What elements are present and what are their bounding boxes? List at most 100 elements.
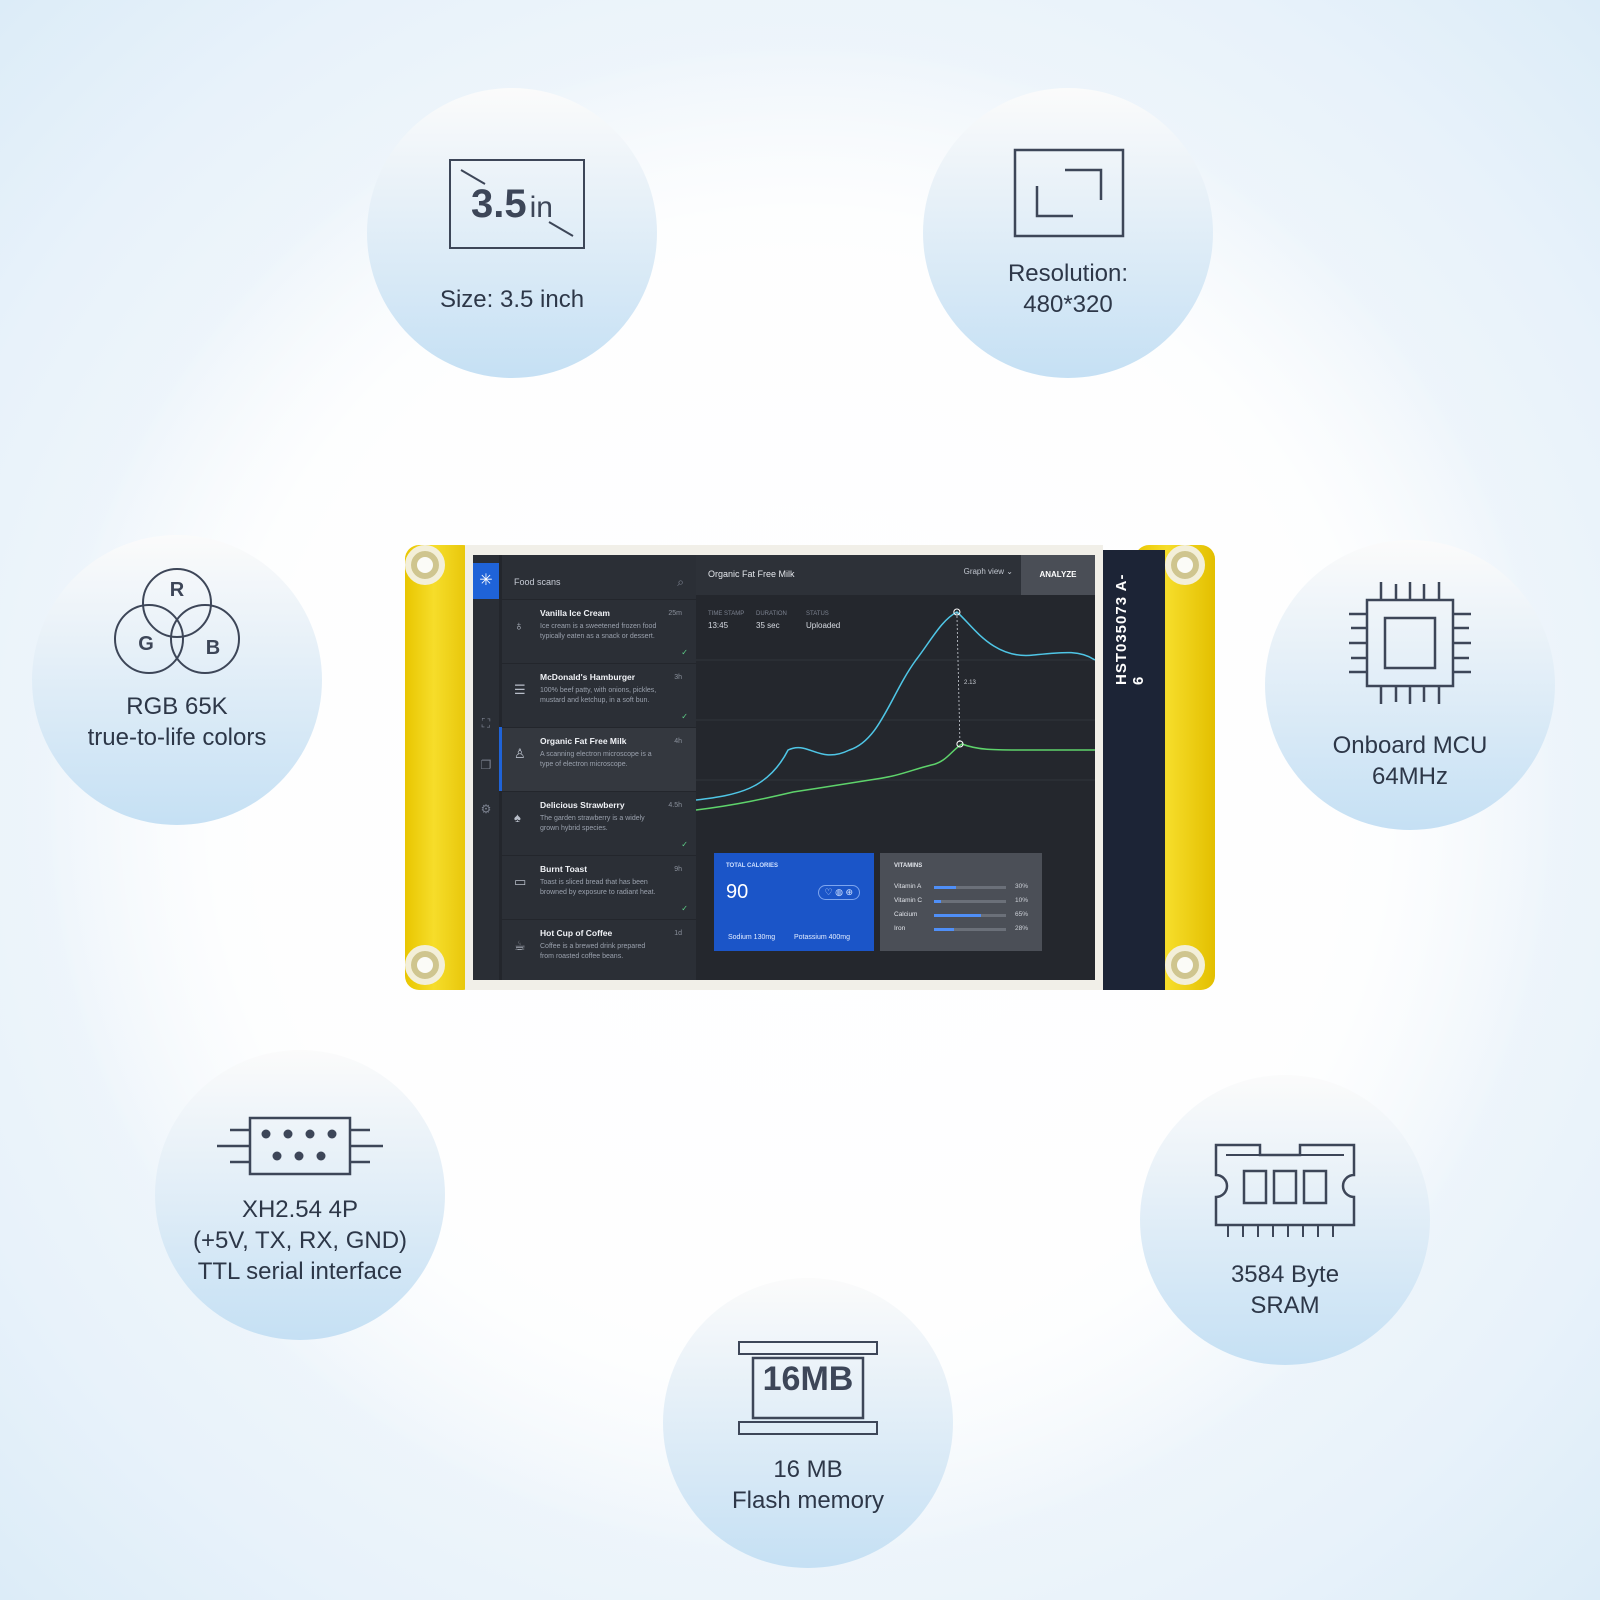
feature-sram: 3584 Byte SRAM: [1140, 1075, 1430, 1365]
rgb-g-letter: G: [138, 633, 154, 655]
search-icon[interactable]: ⌕: [677, 575, 684, 589]
active-indicator: [499, 727, 502, 791]
vitamin-percent: 28%: [1014, 925, 1028, 932]
meta-value: Uploaded: [806, 621, 841, 630]
view-select-value: Graph view: [963, 567, 1005, 576]
strawberry-icon: ♠: [514, 810, 521, 825]
item-description: 100% beef patty, with onions, pickles, m…: [540, 687, 657, 704]
vitamin-row: Vitamin A 30%: [894, 883, 1032, 893]
item-time: 4h: [674, 738, 682, 745]
item-title: Delicious Strawberry: [540, 800, 625, 810]
size-badge-unit: in: [529, 191, 553, 224]
item-description: Toast is sliced bread that has been brow…: [540, 879, 656, 896]
feature-mcu: Onboard MCU 64MHz: [1265, 540, 1555, 830]
feature-sram-label: 3584 Byte SRAM: [1230, 1261, 1340, 1319]
calories-card: TOTAL CALORIES 90 ♡ ◍ ⊕ Sodium 130mg Pot…: [714, 853, 874, 951]
analyze-button[interactable]: ANALYZE: [1021, 555, 1095, 595]
chevron-down-icon: ⌄: [1006, 567, 1013, 576]
vitamin-name: Iron: [894, 925, 906, 932]
series-line-cyan: [696, 611, 1095, 801]
item-title: Organic Fat Free Milk: [540, 736, 627, 746]
vitamin-bar: [934, 886, 1006, 889]
vitamin-bar-fill: [934, 928, 955, 931]
list-header: Food scans ⌕: [502, 555, 696, 599]
feature-rgb-label: RGB 65K true-to-life colors: [87, 693, 267, 751]
calories-value: 90: [726, 881, 749, 903]
vitamin-bar: [934, 900, 1006, 903]
app-logo-icon[interactable]: ✳: [473, 563, 499, 599]
list-item[interactable]: ♙ Organic Fat Free Milk A scanning electro…: [502, 727, 696, 791]
ram-chip-icon: [1140, 1143, 1430, 1248]
item-description: A scanning electron microscope is a type…: [540, 751, 652, 768]
feature-interface-label: XH2.54 4P (+5V, TX, RX, GND) TTL serial …: [192, 1196, 408, 1285]
vitamin-name: Calcium: [894, 911, 918, 918]
item-time: 1d: [674, 930, 682, 937]
vitamin-bar-fill: [934, 914, 981, 917]
meta-label: TIME STAMP: [708, 611, 745, 617]
rgb-b-letter: B: [205, 637, 221, 659]
item-time: 9h: [674, 866, 682, 873]
check-icon: ✓: [681, 648, 688, 657]
connector-icon: [155, 1116, 445, 1183]
detail-header: Organic Fat Free Milk Graph view ⌄ ANALY…: [696, 555, 1095, 595]
vitamin-percent: 10%: [1014, 897, 1028, 904]
coffee-icon: ☕: [514, 938, 526, 953]
allergen-icons: ♡ ◍ ⊕: [817, 885, 860, 900]
feature-flash: 16MB 16 MB Flash memory: [663, 1278, 953, 1568]
list-item[interactable]: ☰ McDonald's Hamburger 100% beef patty, wi…: [502, 663, 696, 727]
vitamin-bar: [934, 914, 1006, 917]
item-title: Vanilla Ice Cream: [540, 608, 610, 618]
milk-icon: ♙: [514, 746, 526, 761]
model-number: HST035073 A-6: [1113, 573, 1147, 686]
burger-icon: ☰: [514, 682, 526, 697]
graph-callout: 2.13: [964, 680, 977, 686]
vitamin-bar-fill: [934, 900, 942, 903]
rgb-venn-icon: [32, 565, 322, 682]
item-title: Hot Cup of Coffee: [540, 928, 613, 938]
chip-icon: [1265, 580, 1555, 711]
detail-title: Organic Fat Free Milk: [708, 569, 795, 579]
flex-cable: [1103, 550, 1165, 990]
vitamin-row: Iron 28%: [894, 925, 1032, 935]
ice-cream-icon: ♁: [514, 618, 524, 633]
view-select[interactable]: Graph view ⌄: [964, 567, 1013, 576]
mounting-hole: [1165, 545, 1205, 585]
rgb-r-letter: R: [169, 579, 185, 601]
scan-icon[interactable]: ⛶: [481, 716, 491, 730]
item-description: Coffee is a brewed drink prepared from r…: [540, 943, 646, 960]
copy-icon[interactable]: ❐: [480, 758, 492, 772]
potassium-value: Potassium 400mg: [794, 934, 851, 941]
vitamin-bar: [934, 928, 1006, 931]
meta-value: 35 sec: [756, 621, 780, 630]
flash-badge: 16MB: [762, 1360, 854, 1398]
list-title: Food scans: [514, 577, 561, 587]
settings-gear-icon[interactable]: ⚙: [480, 802, 492, 816]
check-icon: ✓: [681, 904, 688, 913]
item-description: Ice cream is a sweetened frozen food typ…: [540, 623, 657, 640]
nutrient-graph: 2.13: [696, 608, 1095, 811]
feature-resolution: Resolution: 480*320: [923, 88, 1213, 378]
detail-panel: Organic Fat Free Milk Graph view ⌄ ANALY…: [696, 555, 1095, 980]
mounting-hole: [405, 945, 445, 985]
item-description: The garden strawberry is a widely grown …: [540, 815, 645, 832]
item-time: 3h: [674, 674, 682, 681]
feature-rgb: R G B RGB 65K true-to-life colors: [32, 535, 322, 825]
sodium-value: Sodium 130mg: [728, 934, 776, 941]
vitamin-percent: 30%: [1014, 883, 1028, 890]
screen-size-icon: [367, 158, 657, 263]
item-title: McDonald's Hamburger: [540, 672, 636, 682]
mounting-hole: [405, 545, 445, 585]
size-badge-number: 3.5: [471, 182, 527, 226]
vitamin-name: Vitamin A: [894, 883, 922, 890]
